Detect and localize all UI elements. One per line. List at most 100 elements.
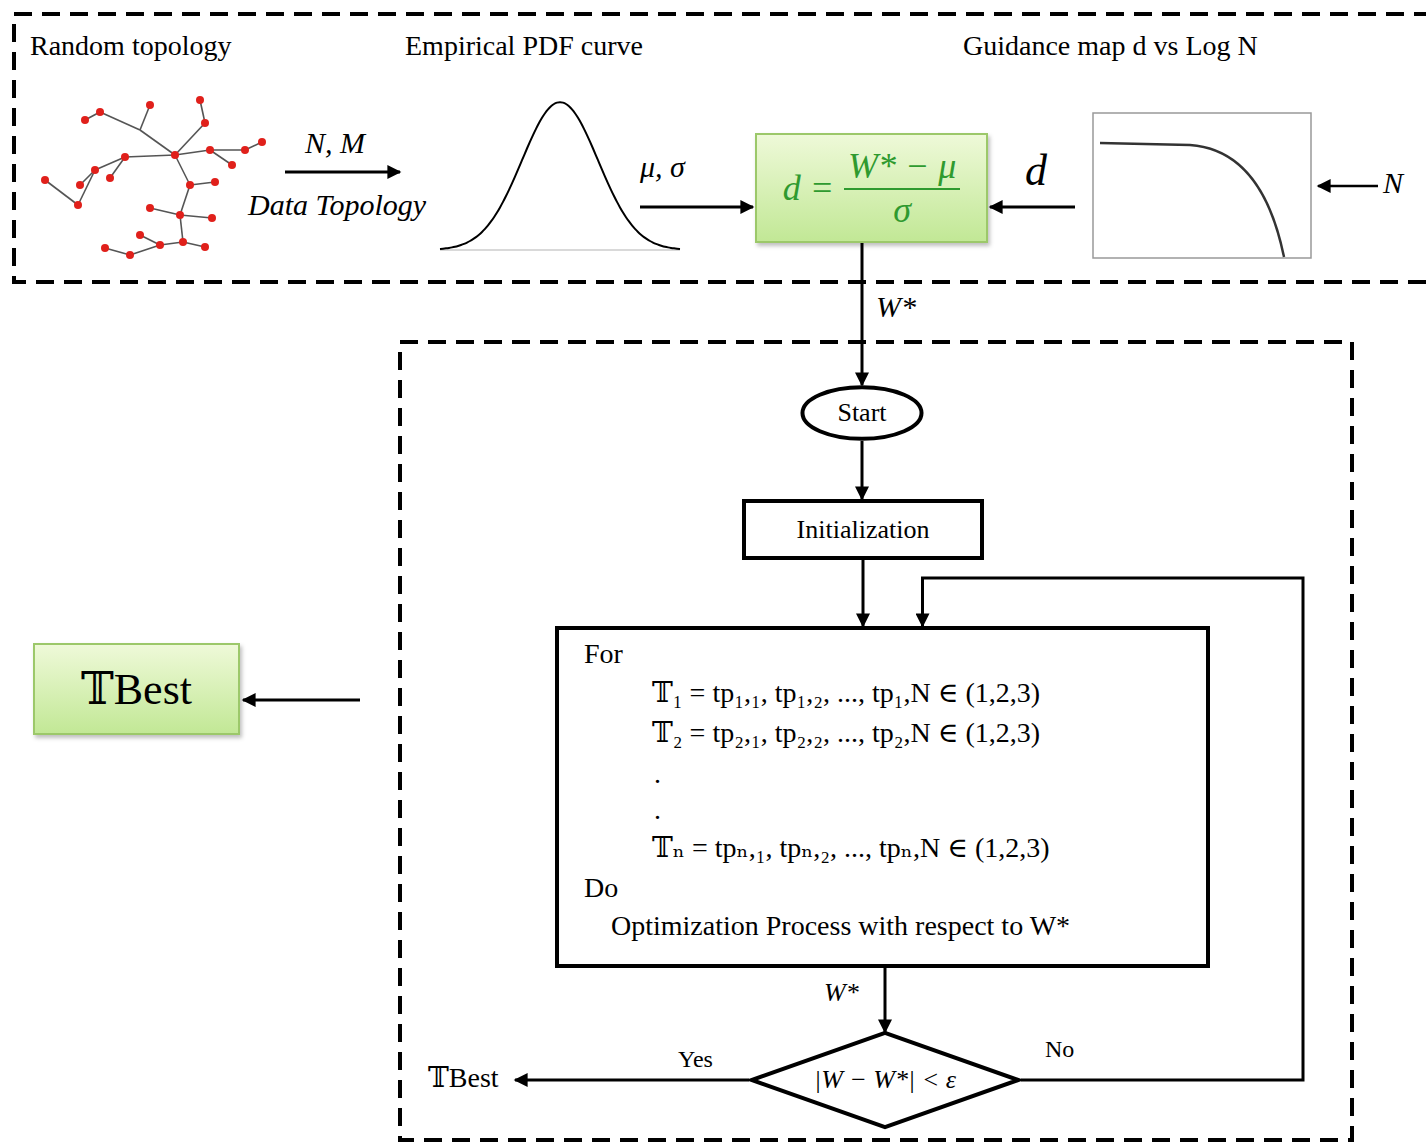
branch-label: Yes <box>678 1046 713 1074</box>
ellipse-shape <box>802 387 921 439</box>
flow-connector <box>884 968 887 1032</box>
flow-arrow <box>285 171 400 174</box>
flow-connector <box>862 560 865 626</box>
condition-text: |W − W*| < ε <box>814 1065 956 1095</box>
tree-link <box>140 130 175 155</box>
output-label: 𝕋Best <box>428 1062 499 1094</box>
tree-vertex <box>208 214 216 222</box>
body-text: Optimization Process with respect to W* <box>611 910 1070 942</box>
flow-arrow <box>640 206 753 209</box>
tree-vertex <box>171 151 179 159</box>
tree-vertex <box>136 231 144 239</box>
tree-link <box>175 123 205 155</box>
tree-link <box>180 215 183 242</box>
yes-arrow <box>515 1079 749 1082</box>
tree-vertex <box>146 101 154 109</box>
arrow-label: d <box>1025 146 1047 197</box>
tree-vertex <box>241 146 249 154</box>
tree-vertex <box>91 166 99 174</box>
flow-connector <box>861 441 864 499</box>
illustration-title: Empirical PDF curve <box>405 30 643 62</box>
illustration-title: Guidance map d vs Log N <box>963 30 1258 62</box>
tree-vertex <box>106 174 114 182</box>
plot-curve <box>1100 143 1284 257</box>
numerator: W* − μ <box>844 146 960 190</box>
text-wrap: d =W* − μσ <box>783 146 961 230</box>
bottom-region <box>400 342 1352 1140</box>
tree-vertex <box>121 153 129 161</box>
pdf-baseline <box>440 249 680 251</box>
start-terminal: Start <box>800 385 924 441</box>
tree-link <box>45 180 78 205</box>
tree-vertex <box>186 181 194 189</box>
tree-vertex <box>146 204 154 212</box>
text-wrap: Initialization <box>797 515 930 545</box>
tree-vertex <box>101 244 109 252</box>
ellipsis-dot: . <box>654 794 661 826</box>
flow-arrow <box>990 206 1075 209</box>
set-line: 𝕋₂ = tp₂,₁, tp₂,₂, ..., tp₂,N ∈ (1,2,3) <box>652 717 1040 749</box>
text-wrap: 𝕋Best <box>81 663 192 715</box>
tree-vertex <box>41 176 49 184</box>
set-line: 𝕋₁ = tp₁,₁, tp₁,₂, ..., tp₁,N ∈ (1,2,3) <box>652 677 1040 709</box>
keyword: Do <box>584 872 618 904</box>
tree-vertex <box>206 146 214 154</box>
result-box: 𝕋Best <box>33 643 240 735</box>
guidance-plot <box>1093 113 1311 258</box>
arrow-label: μ, σ <box>640 150 685 185</box>
tree-vertex <box>81 116 89 124</box>
edge-label: W* <box>824 978 859 1008</box>
random-topology-tree <box>41 96 266 259</box>
text-wrap: |W − W*| < ε <box>814 1065 956 1095</box>
arrow-label: Data Topology <box>248 188 426 223</box>
tree-vertex <box>96 108 104 116</box>
edge-label: No <box>1045 1036 1074 1064</box>
tree-link <box>180 215 212 218</box>
tree-vertex <box>76 181 84 189</box>
tree-link <box>130 245 160 255</box>
tree-link <box>100 112 140 130</box>
formula-box: d =W* − μσ <box>755 133 988 243</box>
process-box: Initialization <box>742 499 984 560</box>
tree-vertex <box>196 96 204 104</box>
decision-diamond: |W − W*| < ε <box>749 1032 1021 1128</box>
tree-vertex <box>179 238 187 246</box>
arrow-label: N, M <box>305 126 365 161</box>
tree-vertex <box>228 161 236 169</box>
diamond-shape <box>752 1033 1019 1127</box>
tree-vertex <box>156 241 164 249</box>
tree-vertex <box>126 251 134 259</box>
fraction: W* − μσ <box>844 146 960 230</box>
top-region <box>14 14 1426 282</box>
tree-vertex <box>176 211 184 219</box>
keyword: For <box>584 638 623 670</box>
tree-vertex <box>74 201 82 209</box>
tree-vertex <box>201 119 209 127</box>
tree-link <box>175 150 210 155</box>
tree-vertex <box>211 178 219 186</box>
denominator: σ <box>893 190 911 230</box>
edge-label: W* <box>876 290 916 325</box>
output-arrow <box>243 699 360 702</box>
node-text: Initialization <box>797 515 930 545</box>
tree-link <box>175 155 190 185</box>
result-text: 𝕋Best <box>81 663 192 715</box>
input-label: N <box>1383 166 1403 201</box>
illustration-title: Random topology <box>30 30 231 62</box>
plot-frame <box>1093 113 1311 258</box>
node-text: Start <box>837 398 886 428</box>
set-line: 𝕋ₙ = tpₙ,₁, tpₙ,₂, ..., tpₙ,N ∈ (1,2,3) <box>652 832 1050 864</box>
tree-link <box>140 105 150 130</box>
ellipsis-dot: . <box>654 758 661 790</box>
formula-lhs: d = <box>783 167 834 209</box>
tree-vertex <box>258 138 266 146</box>
tree-link <box>125 155 175 157</box>
tree-link <box>150 208 180 215</box>
tree-link <box>210 149 245 151</box>
input-arrow <box>1318 185 1378 188</box>
tree-link <box>180 185 190 215</box>
flow-connector <box>861 243 864 385</box>
